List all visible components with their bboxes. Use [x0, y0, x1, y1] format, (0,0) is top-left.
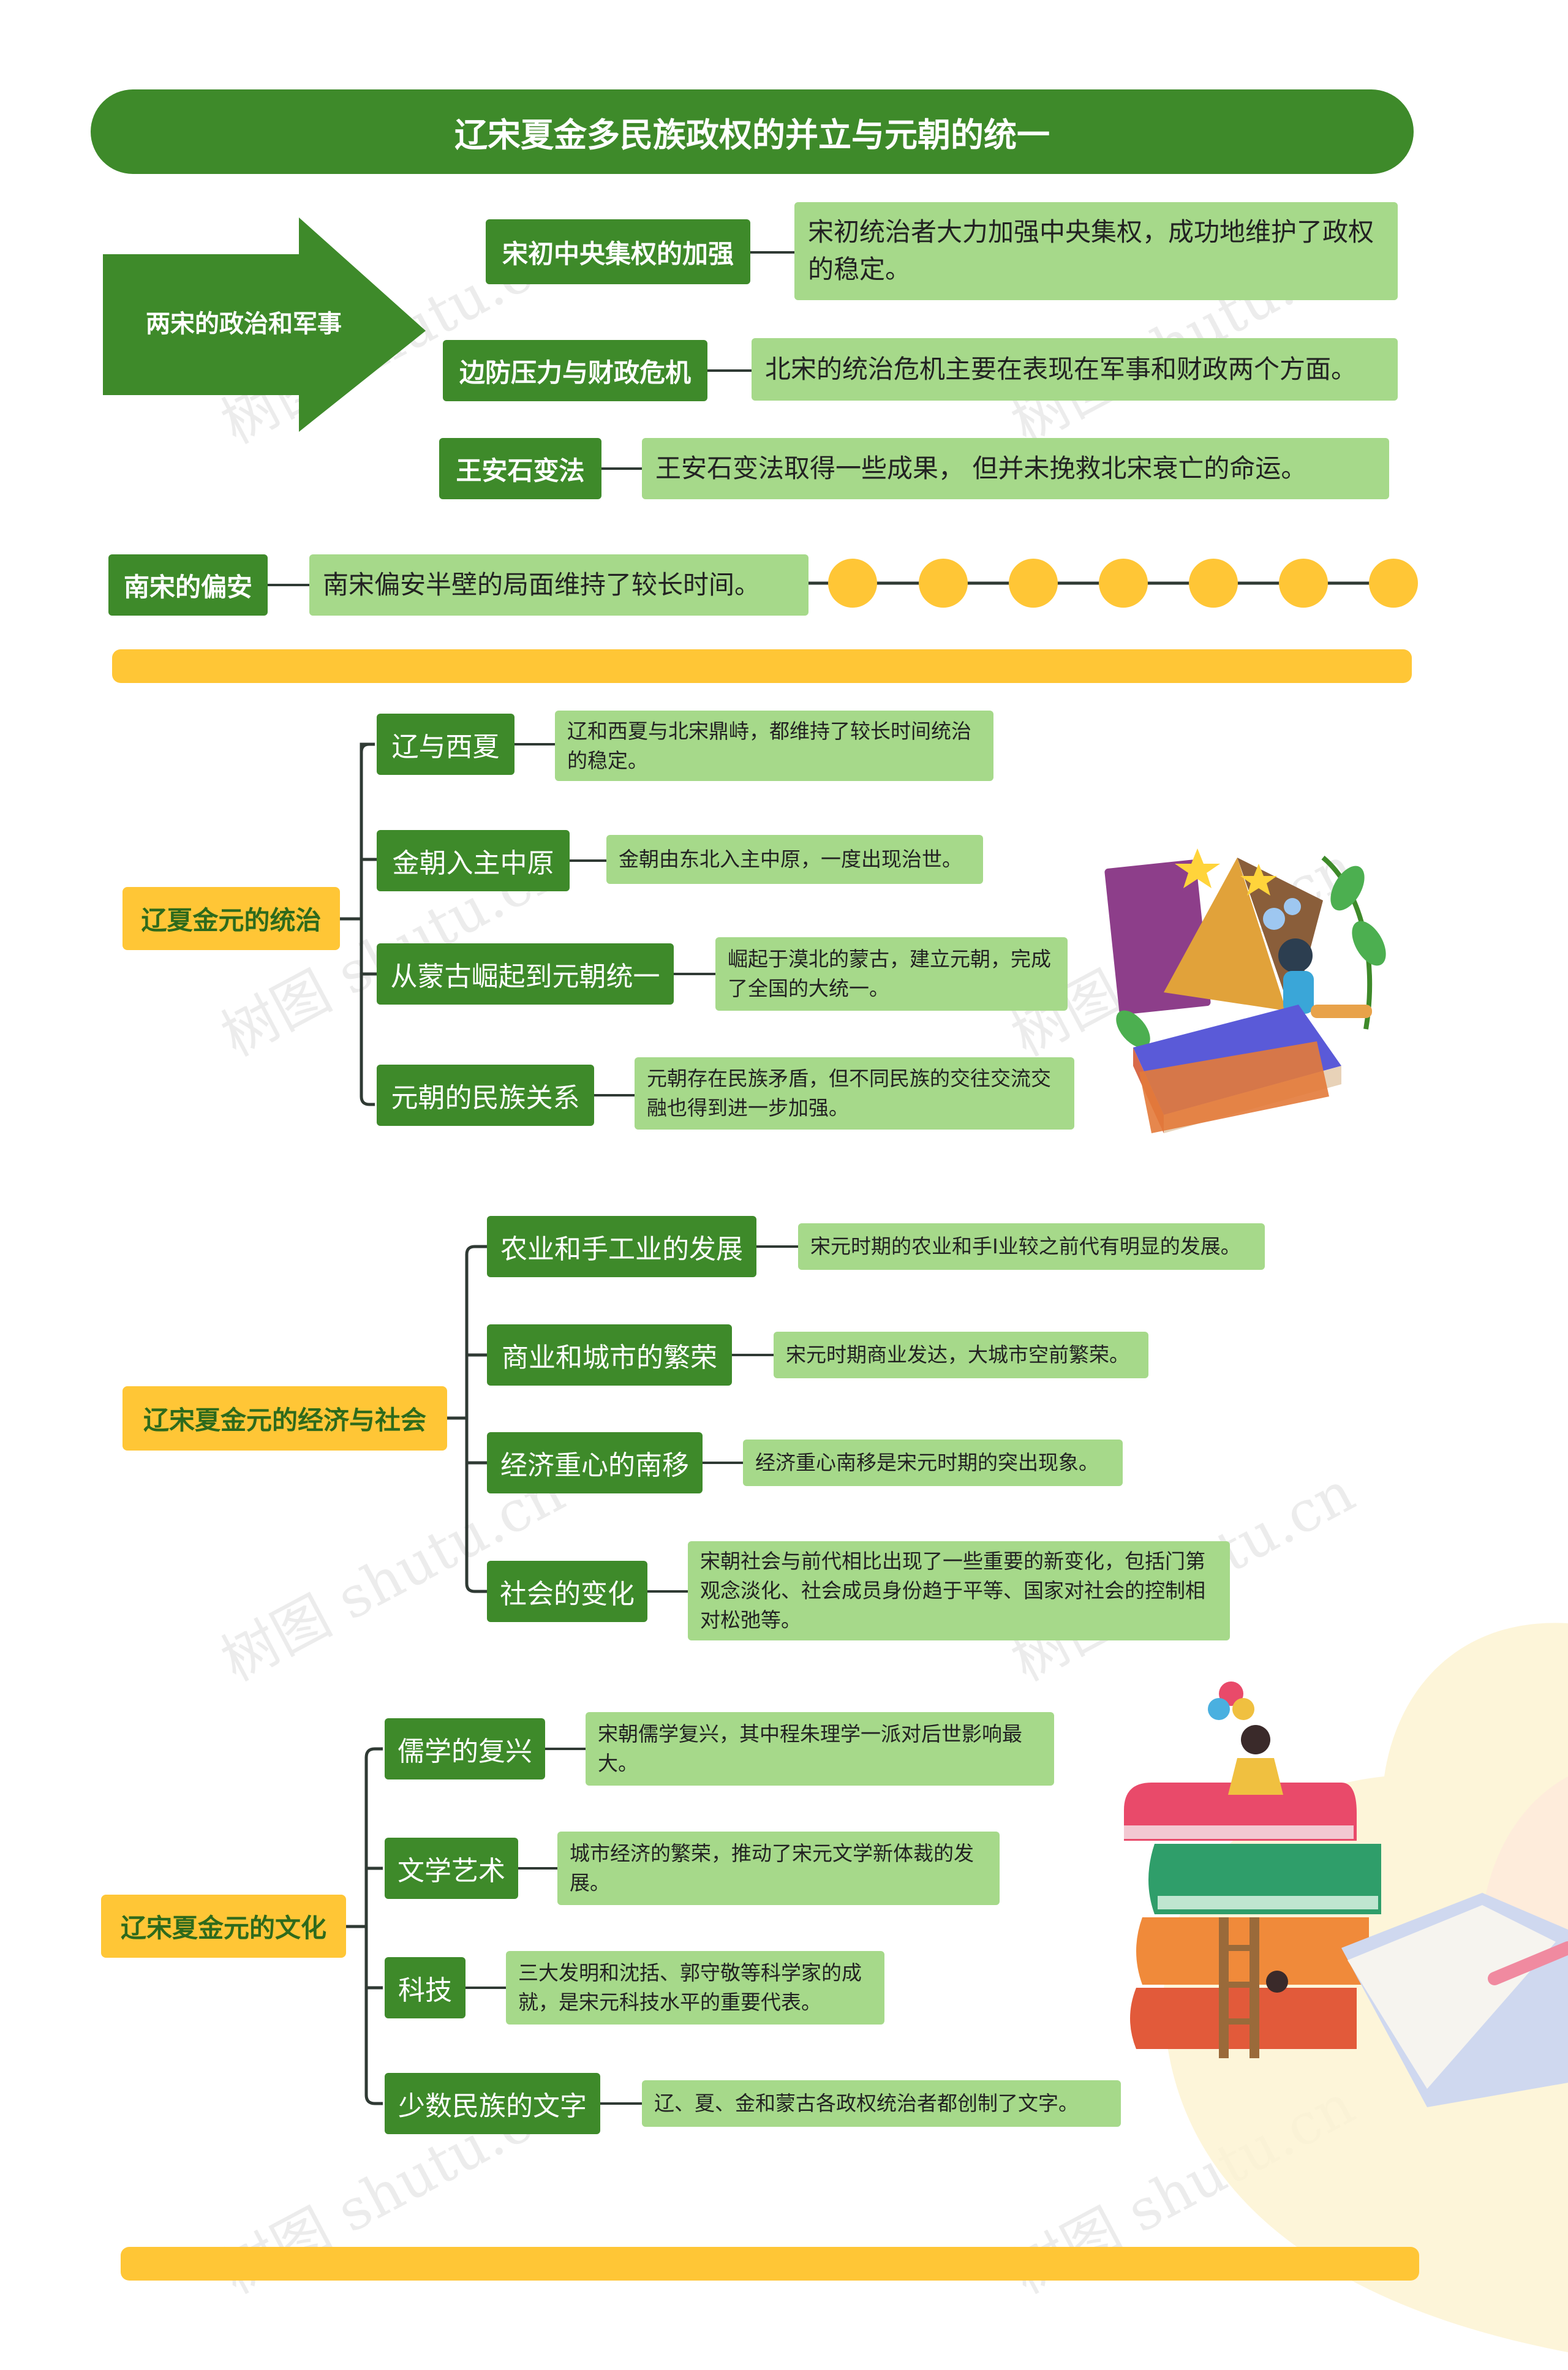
connector: [732, 1354, 774, 1356]
decorative-dot: [1369, 559, 1418, 608]
section-label-politics-military: 两宋的政治和军事: [146, 310, 342, 338]
topic-wang-anshi-reform: 王安石变法: [439, 438, 601, 499]
detail-literature-art: 城市经济的繁荣，推动了宋元文学新体裁的发展。: [557, 1832, 1000, 1905]
detail-centralization: 宋初统治者大力加强中央集权，成功地维护了政权的稳定。: [794, 202, 1398, 300]
detail-economic-center-shift: 经济重心南移是宋元时期的突出现象。: [743, 1440, 1123, 1486]
section-label-liao-xia-jin-yuan-rule: 辽夏金元的统治: [123, 887, 340, 950]
page-title: 辽宋夏金多民族政权的并立与元朝的统一: [91, 89, 1414, 174]
connector: [518, 1867, 557, 1870]
topic-agriculture-handicraft: 农业和手工业的发展: [487, 1216, 756, 1277]
topic-confucianism-revival: 儒学的复兴: [385, 1718, 545, 1779]
arrow-shape: [103, 217, 426, 432]
connector: [594, 1094, 635, 1096]
topic-centralization: 宋初中央集权的加强: [486, 219, 750, 284]
connector: [707, 369, 752, 372]
connector: [674, 973, 715, 975]
stacked-books-illustration: [1124, 1681, 1568, 2107]
detail-minority-scripts: 辽、夏、金和蒙古各政权统治者都创制了文字。: [642, 2080, 1121, 2127]
detail-science-technology: 三大发明和沈括、郭守敬等科学家的成就，是宋元科技水平的重要代表。: [506, 1951, 884, 2025]
decorative-dot: [1279, 559, 1328, 608]
topic-commerce-cities: 商业和城市的繁荣: [487, 1324, 732, 1386]
connector: [514, 743, 555, 745]
connector: [570, 859, 606, 862]
decorative-dot: [828, 559, 877, 608]
section-label-economy-society: 辽宋夏金元的经济与社会: [123, 1386, 447, 1451]
detail-agriculture-handicraft: 宋元时期的农业和手I业较之前代有明显的发展。: [798, 1223, 1265, 1270]
topic-minority-scripts: 少数民族的文字: [385, 2073, 600, 2134]
topic-border-finance: 边防压力与财政危机: [443, 340, 707, 401]
topic-literature-art: 文学艺术: [385, 1838, 518, 1899]
decorative-dot: [1099, 559, 1148, 608]
connector: [268, 584, 309, 586]
connector: [703, 1462, 743, 1464]
connector: [601, 467, 642, 470]
topic-social-change: 社会的变化: [487, 1561, 647, 1622]
topic-economic-center-shift: 经济重心的南移: [487, 1432, 703, 1493]
topic-science-technology: 科技: [385, 1957, 466, 2018]
connector: [600, 2102, 642, 2105]
detail-liao-xixia: 辽和西夏与北宋鼎峙，都维持了较长时间统治的稳定。: [555, 711, 993, 781]
detail-jin-dynasty: 金朝由东北入主中原，一度出现治世。: [606, 835, 983, 884]
yellow-divider: [112, 649, 1412, 683]
detail-southern-song: 南宋偏安半壁的局面维持了较长时间。: [309, 554, 809, 616]
yellow-divider: [121, 2247, 1419, 2281]
detail-confucianism-revival: 宋朝儒学复兴，其中程朱理学一派对后世影响最大。: [586, 1712, 1054, 1786]
decorative-dot: [919, 559, 968, 608]
section-label-culture: 辽宋夏金元的文化: [101, 1895, 346, 1958]
reading-book-illustration: [1104, 848, 1386, 1133]
connector: [756, 1245, 798, 1248]
connector: [545, 1748, 586, 1750]
connector: [750, 251, 794, 254]
section-label-southern-song: 南宋的偏安: [108, 554, 268, 616]
detail-mongol-rise: 崛起于漠北的蒙古，建立元朝，完成了全国的大统一。: [715, 937, 1068, 1011]
connector: [466, 1987, 506, 1989]
topic-yuan-ethnic-relations: 元朝的民族关系: [377, 1065, 594, 1126]
detail-social-change: 宋朝社会与前代相比出现了一些重要的新变化，包括门第观念淡化、社会成员身份趋于平等…: [688, 1541, 1230, 1640]
topic-jin-dynasty: 金朝入主中原: [377, 830, 570, 891]
detail-yuan-ethnic-relations: 元朝存在民族矛盾，但不同民族的交往交流交融也得到进一步加强。: [635, 1057, 1074, 1130]
topic-mongol-rise: 从蒙古崛起到元朝统一: [377, 943, 674, 1005]
decorative-dot: [1189, 559, 1238, 608]
connector: [647, 1590, 688, 1593]
detail-wang-anshi-reform: 王安石变法取得一些成果， 但并未挽救北宋衰亡的命运。: [642, 438, 1389, 499]
topic-liao-xixia: 辽与西夏: [377, 714, 514, 775]
detail-commerce-cities: 宋元时期商业发达，大城市空前繁荣。: [774, 1332, 1148, 1378]
detail-border-finance: 北宋的统治危机主要在表现在军事和财政两个方面。: [752, 338, 1398, 401]
decorative-dot: [1009, 559, 1058, 608]
